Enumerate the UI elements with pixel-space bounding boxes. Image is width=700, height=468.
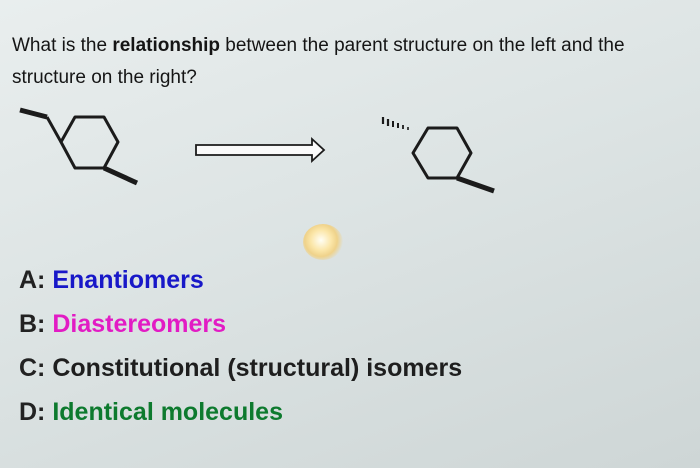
answer-text-a: Enantiomers [52,266,204,294]
answer-option-d[interactable]: D: Identical molecules [19,390,462,434]
right-cyclohexane-structure [411,126,495,194]
question-part-2: between the parent structure on the left… [12,35,625,88]
answer-letter-a: A: [19,266,46,294]
answer-text-d: Identical molecules [52,398,283,426]
answer-letter-d: D: [19,398,46,426]
answer-letter-c: C: [19,354,46,382]
answer-text-c: Constitutional (structural) isomers [52,354,463,382]
answer-options: A: Enantiomers B: Diastereomers C: Const… [19,258,462,434]
reaction-diagram [19,107,495,194]
hashed-wedge-bond [381,117,409,130]
answer-text-b: Diastereomers [52,310,227,338]
light-glare [303,224,343,260]
left-cyclohexane-structure [19,107,139,186]
answer-option-a[interactable]: A: Enantiomers [19,258,462,302]
question-part-1: What is the [12,35,113,56]
reaction-arrow [195,136,326,164]
question-text: What is the relationship between the par… [12,30,682,94]
question-bold-word: relationship [112,35,221,56]
answer-option-c[interactable]: C: Constitutional (structural) isomers [19,346,462,390]
answer-letter-b: B: [19,310,46,338]
answer-option-b[interactable]: B: Diastereomers [19,302,462,346]
